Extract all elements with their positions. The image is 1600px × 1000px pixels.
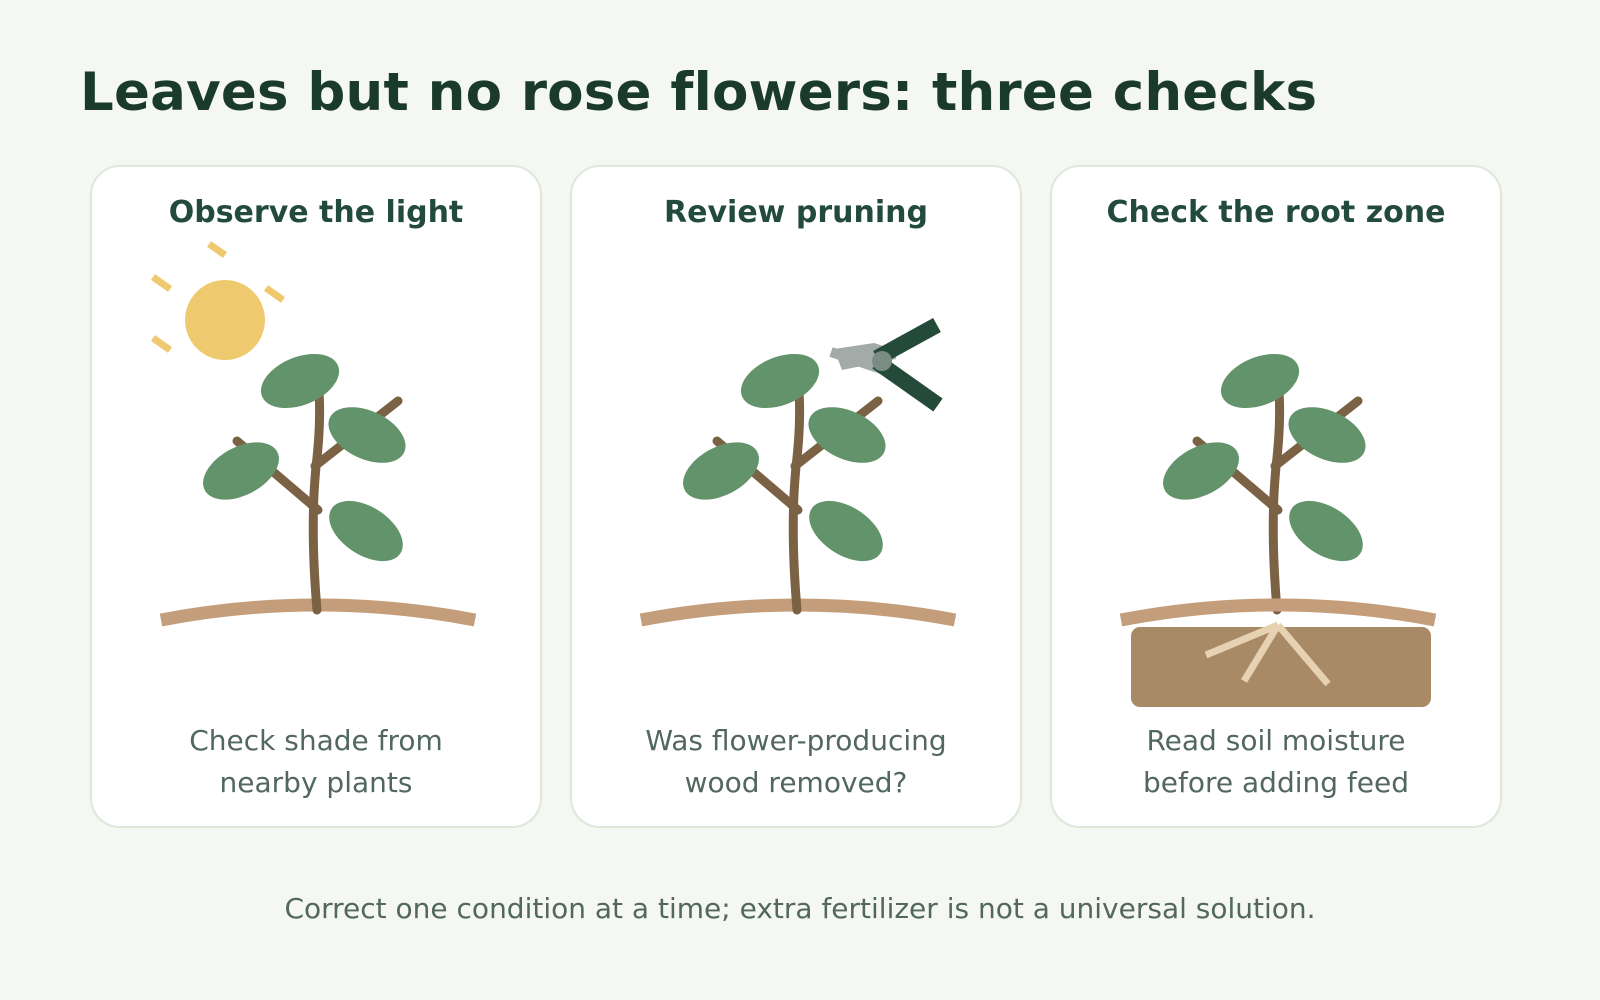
card-caption-line: Read soil moisture xyxy=(1146,724,1406,757)
sun-icon xyxy=(150,241,286,360)
card-caption-line: nearby plants xyxy=(219,766,413,799)
footer-note: Correct one condition at a time; extra f… xyxy=(284,892,1316,925)
card-caption-line: Check shade from xyxy=(189,724,443,757)
card-check-root-zone: Check the root zone Read soil moisture b… xyxy=(1050,165,1502,828)
card-heading: Review pruning xyxy=(664,195,928,230)
card-caption-line: wood removed? xyxy=(684,766,908,799)
rose-plant-icon xyxy=(639,353,957,627)
pruning-shears-icon xyxy=(829,317,943,412)
card-heading: Check the root zone xyxy=(1106,195,1446,230)
card-caption: Was flower-producing wood removed? xyxy=(592,720,1000,804)
card-caption-line: before adding feed xyxy=(1143,766,1409,799)
card-caption-line: Was flower-producing xyxy=(645,724,947,757)
rose-plant-icon xyxy=(159,353,477,627)
card-review-pruning: Review pruning Was flower-producing wood… xyxy=(570,165,1022,828)
page-title: Leaves but no rose flowers: three checks xyxy=(80,62,1318,123)
rose-plant-icon xyxy=(1163,353,1366,615)
card-caption: Check shade from nearby plants xyxy=(112,720,520,804)
card-heading: Observe the light xyxy=(168,195,464,230)
card-observe-light: Observe the light Check shade from nearb… xyxy=(90,165,542,828)
card-caption: Read soil moisture before adding feed xyxy=(1072,720,1480,804)
root-zone-icon xyxy=(1119,598,1437,707)
pruning-illustration xyxy=(639,317,957,627)
light-illustration xyxy=(150,241,477,627)
root-zone-illustration xyxy=(1119,353,1437,707)
